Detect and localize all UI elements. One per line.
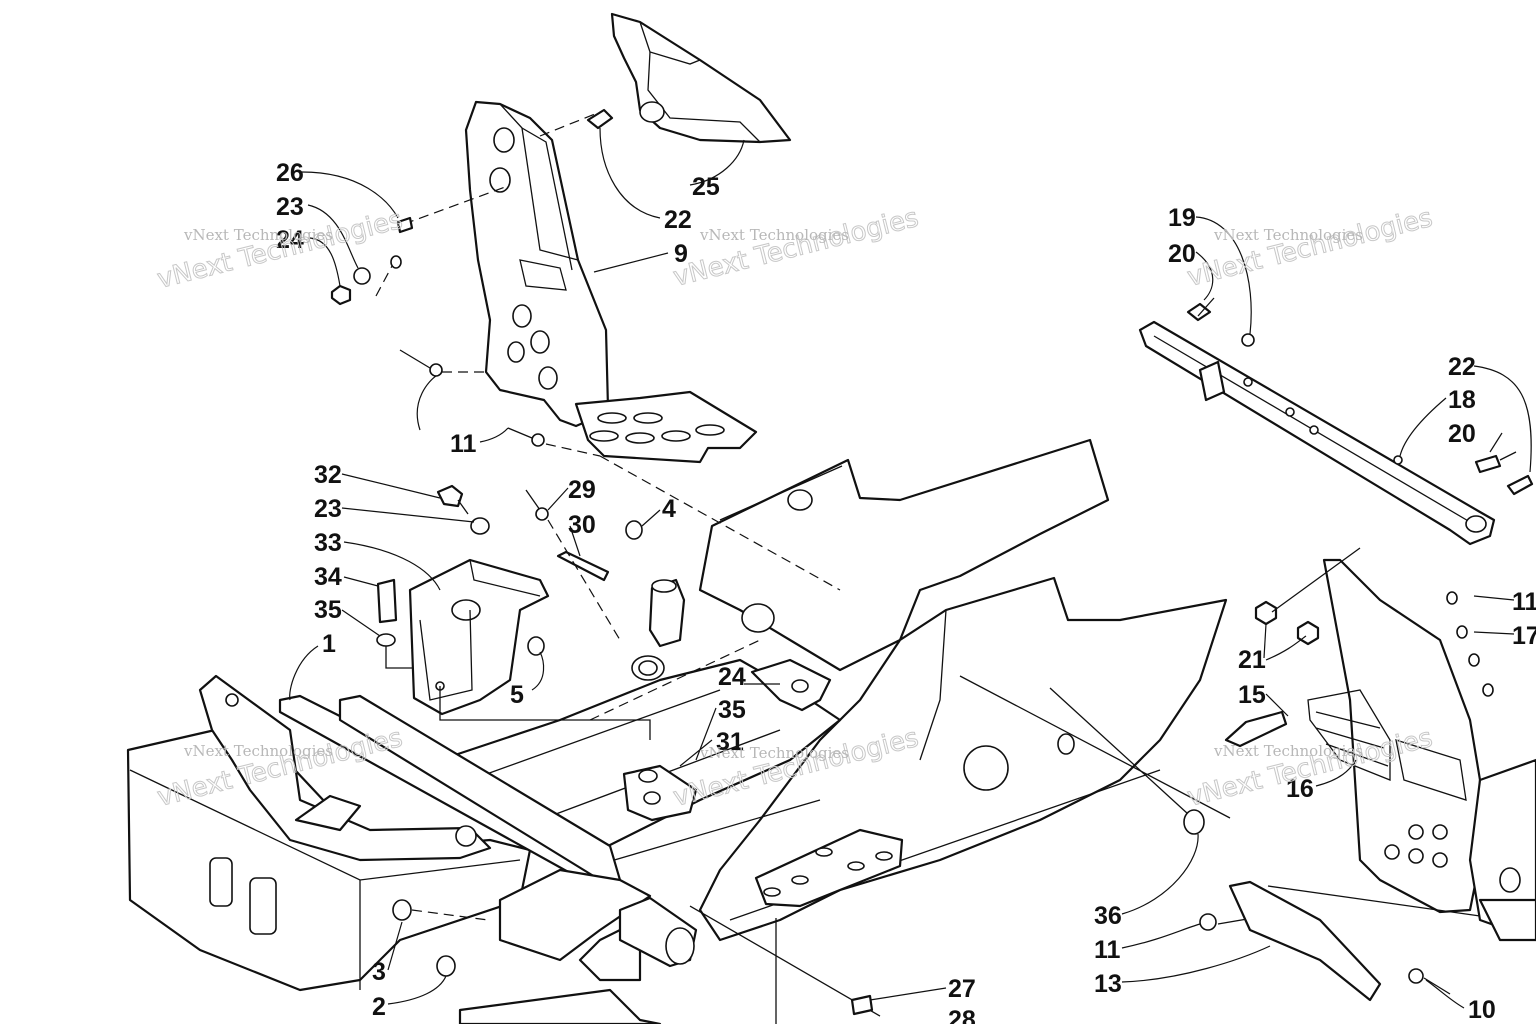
hardware-29-30-4-5 — [525, 489, 643, 656]
leader-lines — [289, 127, 1532, 1009]
callout-28: 28 — [948, 1006, 976, 1024]
callout-11: 11 — [1512, 588, 1536, 616]
callout-29: 29 — [568, 476, 596, 504]
part-24-31-mounts — [622, 658, 832, 822]
callout-22: 22 — [1448, 353, 1476, 381]
callout-32: 32 — [314, 461, 342, 489]
watermark-small-text: vNext Technologies — [183, 226, 333, 244]
callout-19: 19 — [1168, 204, 1196, 232]
watermark-small-text: vNext Technologies — [699, 226, 849, 244]
hardware-21-15-17 — [1224, 547, 1494, 748]
callout-18: 18 — [1448, 386, 1476, 414]
watermark: vNext Technologies vNext Technologies — [670, 202, 922, 293]
watermark: vNext Technologies vNext Technologies — [1184, 202, 1436, 293]
watermark-large-text: vNext Technologies — [1184, 203, 1435, 293]
hardware-front-lower — [392, 896, 881, 1024]
callout-33: 33 — [314, 529, 342, 557]
part-chassis-frame — [438, 438, 1228, 942]
part-9-bracket — [464, 100, 758, 464]
part-1-front-frame — [126, 674, 662, 1024]
callout-23: 23 — [276, 193, 304, 221]
callout-27: 27 — [948, 975, 976, 1003]
callout-9: 9 — [674, 240, 688, 268]
part-25-upper-cover — [610, 12, 792, 144]
part-16-bulkhead — [1307, 558, 1536, 942]
callout-17: 17 — [1512, 622, 1536, 650]
watermark-large-text: vNext Technologies — [670, 203, 921, 293]
callout-31: 31 — [716, 728, 744, 756]
callout-21: 21 — [1238, 646, 1266, 674]
hardware-right-lower — [1049, 687, 1536, 1002]
callout-4: 4 — [662, 495, 676, 523]
callout-30: 30 — [568, 511, 596, 539]
callout-11: 11 — [1094, 936, 1121, 964]
hardware-32-23-34-35 — [376, 484, 490, 669]
part-33-bracket — [408, 558, 651, 740]
callout-labels: 26 23 24 25 22 9 11 32 23 33 34 35 1 29 … — [276, 159, 1536, 1024]
callout-11: 11 — [450, 430, 477, 458]
watermark-small-text: vNext Technologies — [1213, 226, 1363, 244]
callout-3: 3 — [372, 958, 386, 986]
callout-26: 26 — [276, 159, 304, 187]
rivets-11-upper — [399, 349, 601, 457]
assembly-center-lines — [589, 455, 1231, 819]
callout-20: 20 — [1448, 420, 1476, 448]
callout-35: 35 — [314, 596, 342, 624]
callout-1: 1 — [322, 630, 336, 658]
callout-13: 13 — [1094, 970, 1122, 998]
watermark-small-text: vNext Technologies — [1213, 742, 1363, 760]
callout-20: 20 — [1168, 240, 1196, 268]
callout-36: 36 — [1094, 902, 1122, 930]
callout-5: 5 — [510, 681, 524, 709]
callout-34: 34 — [314, 563, 342, 591]
hardware-22-bolt — [539, 108, 614, 137]
callout-10: 10 — [1468, 996, 1496, 1024]
callout-35: 35 — [718, 696, 746, 724]
watermark-small-text: vNext Technologies — [699, 744, 849, 762]
callout-2: 2 — [372, 993, 386, 1021]
callout-25: 25 — [692, 173, 720, 201]
callout-16: 16 — [1286, 775, 1314, 803]
hardware-26-23-24 — [330, 185, 509, 306]
watermark-small-text: vNext Technologies — [183, 742, 333, 760]
callout-24: 24 — [718, 663, 746, 691]
callout-23: 23 — [314, 495, 342, 523]
callout-15: 15 — [1238, 681, 1266, 709]
callout-22: 22 — [664, 206, 692, 234]
callout-24: 24 — [276, 226, 304, 254]
part-18-crossbar — [1138, 297, 1534, 546]
